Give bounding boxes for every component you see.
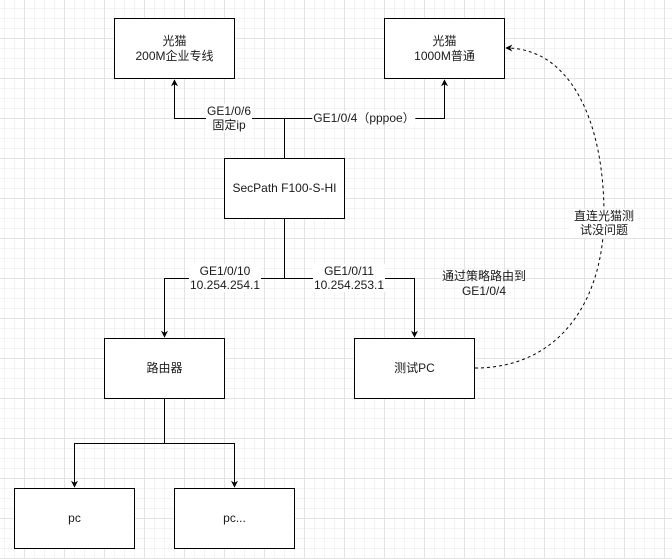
annotation-policy-route: 通过策略路由到 GE1/0/4 — [441, 269, 527, 298]
edge-label-direct-test: 直连光猫测试没问题 — [570, 209, 638, 237]
node-label: 路由器 — [146, 361, 183, 375]
edge-test-pc-to-modem-normal[interactable] — [474, 44, 605, 369]
edge-router-to-pc2[interactable] — [164, 443, 238, 488]
node-firewall[interactable]: SecPath F100-S-HI — [224, 158, 345, 219]
node-router[interactable]: 路由器 — [104, 338, 225, 399]
edge-label-ge1011: GE1/0/11 10.254.253.1 — [312, 264, 386, 292]
node-modem-enterprise[interactable]: 光猫 200M企业专线 — [114, 18, 235, 79]
edge-router-to-pc1[interactable] — [71, 443, 165, 488]
node-test-pc[interactable]: 测试PC — [354, 338, 475, 399]
edge-label-ge1010: GE1/0/10 10.254.254.1 — [188, 264, 262, 292]
node-pc2[interactable]: pc... — [174, 488, 295, 549]
node-label: 光猫 1000M普通 — [414, 33, 475, 63]
node-pc1[interactable]: pc — [14, 488, 135, 549]
node-label: SecPath F100-S-HI — [232, 181, 337, 195]
node-label: pc... — [223, 511, 246, 525]
node-modem-normal[interactable]: 光猫 1000M普通 — [384, 18, 505, 79]
edge-label-ge104: GE1/0/4（pppoe） — [312, 111, 416, 125]
node-label: pc — [68, 511, 81, 525]
edge-label-ge106: GE1/0/6 固定ip — [205, 104, 253, 132]
node-label: 光猫 200M企业专线 — [135, 33, 214, 63]
node-label: 测试PC — [394, 361, 435, 375]
